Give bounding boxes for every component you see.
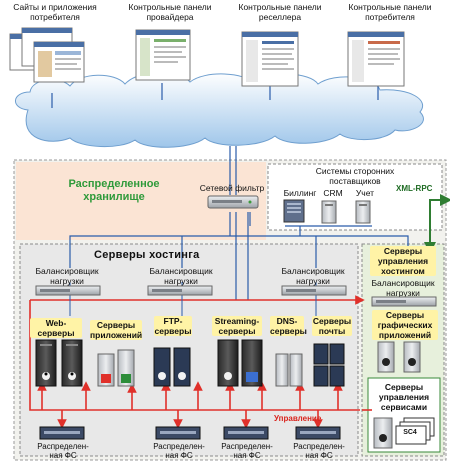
balancer-label-3: Балансировщик нагрузки <box>281 266 345 286</box>
balancer-label-2: Балансировщик нагрузки <box>149 266 213 286</box>
server-tower-icon <box>289 353 303 387</box>
panel-links <box>51 83 379 108</box>
top-panel-label-provider: Контрольные панели провайдера <box>128 2 212 22</box>
top-panel-label-consumer: Контрольные панели потребителя <box>348 2 432 22</box>
server-tower-icon <box>217 339 239 387</box>
server-tower-icon <box>97 353 115 387</box>
group-ftp-servers: FTP- серверы <box>154 316 192 336</box>
server-tower-icon <box>403 341 421 373</box>
mgmt-servers-label: Серверы управления хостингом <box>370 246 436 276</box>
service-mgmt-servers <box>373 417 435 449</box>
third-party-crm: CRM <box>323 188 343 198</box>
rack-unit-icon <box>281 285 347 296</box>
browser-window-icon <box>9 27 85 83</box>
group-streaming-servers: Streaming- серверы <box>212 316 262 336</box>
browser-window-icon <box>241 31 299 87</box>
fs-label-4: Распределен- ная ФС <box>293 442 345 460</box>
top-panel-label-sites: Сайты и приложения потребителя <box>13 2 97 22</box>
browser-window-icon <box>347 31 405 87</box>
server-tower-icon <box>275 353 289 387</box>
xml-rpc-arrow <box>424 194 450 254</box>
rack-unit-icon <box>147 285 213 296</box>
graphic-apps-label: Серверы графических приложений <box>372 310 438 340</box>
storage-icon <box>295 426 341 440</box>
server-tower-icon <box>313 343 345 365</box>
fs-label-3: Распределен- ная ФС <box>221 442 273 460</box>
server-tower-icon <box>61 339 83 387</box>
sc4-label: SC4 <box>403 429 417 436</box>
browser-window-icon <box>135 29 191 81</box>
server-tower-icon <box>377 341 395 373</box>
fs-units <box>39 426 341 440</box>
third-party-servers <box>283 199 371 224</box>
third-party-title: Системы сторонних поставщиков <box>315 166 395 186</box>
control-label: Управление <box>274 414 322 423</box>
server-towers <box>35 339 345 387</box>
top-panel-label-reseller: Контрольные панели реселлера <box>238 2 322 22</box>
group-web-servers: Web-серверы <box>30 318 82 338</box>
server-tower-icon <box>313 365 345 387</box>
storage-icon <box>223 426 269 440</box>
fs-label-2: Распределен- ная ФС <box>153 442 205 460</box>
mgmt-balancer-label: Балансировщик нагрузки <box>371 278 435 298</box>
server-tower-icon <box>373 417 393 449</box>
server-tower-icon <box>321 200 337 224</box>
network-links <box>69 146 409 300</box>
server-tower-icon <box>355 200 371 224</box>
storage-zone-label: Распределенное хранилище <box>68 178 160 203</box>
server-tower-icon <box>173 347 191 387</box>
server-tower-icon <box>117 349 135 387</box>
balancer-units <box>35 285 347 296</box>
group-mail-servers: Серверы почты <box>312 316 352 336</box>
network-cloud-icon <box>15 72 424 148</box>
group-app-servers: Серверы приложений <box>90 320 143 340</box>
panel-screenshots <box>9 27 405 87</box>
storage-icon <box>283 199 305 223</box>
network-filter-label: Сетевой фильтр <box>199 183 265 193</box>
graphic-app-servers <box>377 341 421 373</box>
server-tower-icon <box>241 339 263 387</box>
hosting-zone-title: Серверы хостинга <box>94 249 200 261</box>
storage-icon <box>155 426 201 440</box>
storage-icon <box>39 426 85 440</box>
fs-label-1: Распределен- ная ФС <box>37 442 89 460</box>
third-party-billing: Биллинг <box>283 188 317 198</box>
server-tower-icon <box>153 347 171 387</box>
rack-unit-icon <box>35 285 101 296</box>
rack-unit-icon <box>371 296 437 307</box>
third-party-accounting: Учет <box>355 188 375 198</box>
stacked-panels-icon <box>395 417 435 445</box>
network-filter-icon <box>207 195 259 209</box>
service-mgmt-label: Серверы управления сервисами <box>378 382 430 412</box>
server-tower-icon <box>35 339 57 387</box>
mgmt-balancer-unit <box>371 296 437 307</box>
group-dns-servers: DNS- серверы <box>270 316 307 336</box>
xml-rpc-label: XML-RPC <box>396 184 433 193</box>
balancer-label-1: Балансировщик нагрузки <box>35 266 99 286</box>
